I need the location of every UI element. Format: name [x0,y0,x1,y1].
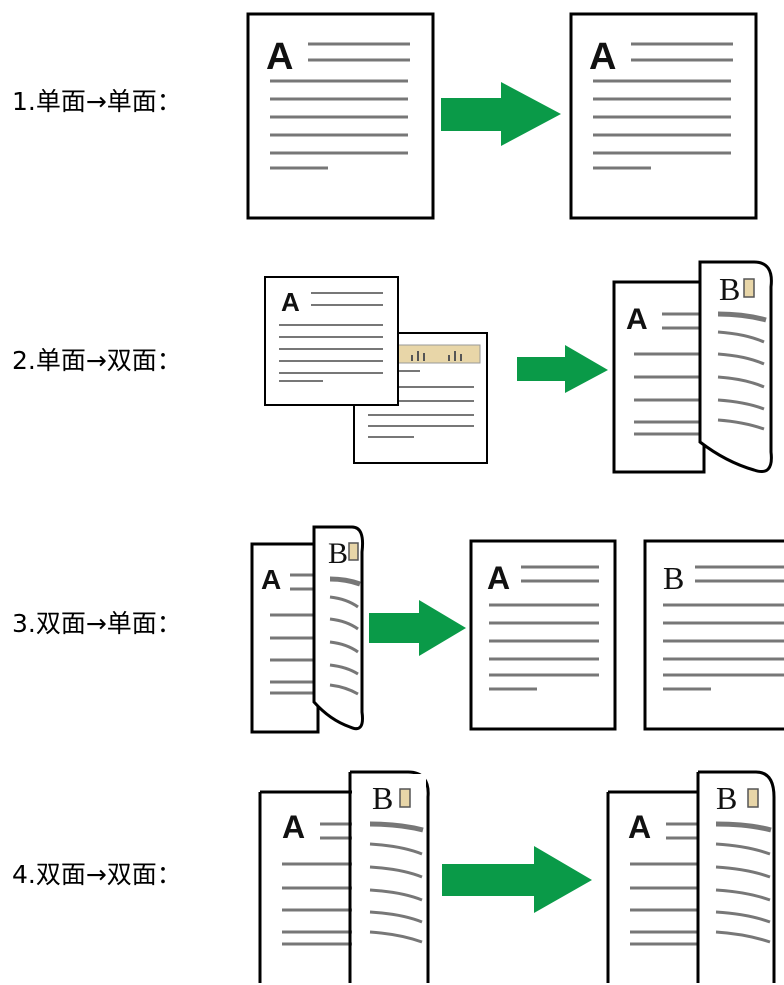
mode-1-arrow [441,82,561,146]
mode-2-result-booklet: A B [612,260,773,474]
page-letter-a: A [266,36,293,78]
mode-4-source-booklet: A B [258,770,430,983]
mode-2-label: 2.单面→双面： [12,346,182,375]
mode-1-label: 1.单面→单面： [12,87,182,116]
mode-4-arrow [442,846,592,913]
page-letter-a: A [589,36,616,78]
mode-3-label: 3.双面→单面： [12,609,182,638]
page-letter-a: A [281,287,300,317]
mode-4-result-booklet: A B [606,770,776,983]
page-letter-b: B [372,780,393,816]
mode-2-arrow [517,345,608,393]
page-letter-a: A [626,303,648,336]
mode-3-result-page-a: A [469,539,617,731]
page-letter-b: B [719,271,740,307]
mode-3-arrow [369,600,466,656]
mode-2-source-page-a: A [264,276,399,406]
mode-3-result-page-b: B [643,539,784,731]
page-letter-a: A [282,809,305,845]
page-letter-b: B [716,780,737,816]
page-letter-a: A [261,564,281,595]
mode-1-result-page: A [569,12,758,220]
mode-3-source-booklet: A B [250,525,364,734]
page-letter-a: A [487,560,510,596]
mode-1-source-page: A [246,12,435,220]
page-letter-a: A [628,809,651,845]
page-letter-b: B [328,537,348,570]
page-letter-b: B [663,560,684,596]
mode-4-label: 4.双面→双面： [12,860,182,889]
